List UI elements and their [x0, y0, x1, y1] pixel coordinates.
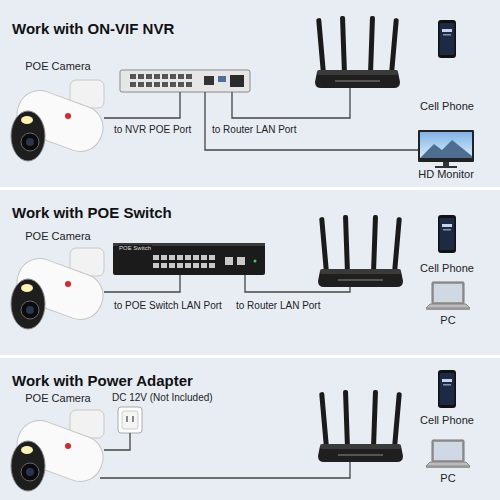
device-print: POE Switch — [118, 245, 152, 252]
art-polyline — [104, 92, 180, 118]
phone-illustration — [438, 20, 456, 58]
monitor-illustration — [418, 130, 474, 168]
art-polyline — [104, 275, 180, 292]
panel-band: Work with Power AdapterPOE CameraCell Ph… — [0, 358, 500, 500]
device-node: HD Monitor — [415, 130, 477, 181]
panel-band: Work with POE SwitchPOE CameraCell Phone… — [0, 190, 500, 355]
camera-illustration — [11, 410, 109, 491]
art-rect — [118, 407, 142, 433]
art-rect — [126, 416, 128, 422]
device-caption: HD Monitor — [415, 168, 477, 181]
art-polyline — [232, 88, 350, 118]
panel-title: Work with Power Adapter — [12, 372, 488, 390]
art-rect — [113, 243, 265, 275]
panel-title: Work with POE Switch — [12, 204, 488, 222]
art-rect — [0, 190, 500, 355]
art-rect — [122, 411, 138, 429]
art-polyline — [100, 462, 350, 478]
phone-illustration — [438, 215, 456, 253]
router-illustration — [315, 16, 400, 88]
art-rect — [237, 257, 245, 265]
panel-title: Work with ON-VIF NVR — [12, 20, 488, 38]
art-rect — [418, 130, 474, 162]
device-node: POE Camera — [8, 230, 108, 333]
phone-illustration — [438, 370, 456, 408]
device-caption: PC — [426, 472, 470, 485]
art-rect — [132, 416, 134, 422]
power-note: DC 12V (Not Included) — [112, 392, 213, 404]
art-rect — [120, 70, 250, 92]
port-label: to NVR POE Port — [114, 124, 191, 136]
art-rect — [225, 257, 233, 265]
art-use — [130, 82, 192, 87]
device-caption: Cell Phone — [417, 414, 477, 427]
router-illustration — [318, 390, 403, 462]
nvr-device — [120, 70, 250, 92]
camera-illustration — [11, 248, 109, 329]
port-label: to Router LAN Port — [212, 124, 296, 136]
device-node: POE Camera — [8, 392, 108, 495]
poe-switch-device — [113, 243, 265, 275]
art-polyline — [104, 433, 130, 450]
network-wires — [100, 88, 418, 478]
art-rect — [420, 132, 472, 158]
laptop-illustration — [426, 440, 470, 468]
art-rect — [435, 166, 457, 168]
art-polygon — [420, 140, 472, 158]
device-node: Cell Phone — [417, 20, 477, 113]
device-caption: POE Camera — [8, 392, 108, 405]
art-use — [153, 255, 215, 260]
art-rect — [230, 75, 244, 87]
art-polyline — [245, 275, 350, 292]
device-node: POE Camera — [8, 60, 108, 165]
art-rect — [0, 358, 500, 500]
art-polyline — [205, 92, 418, 150]
art-circle — [254, 260, 257, 263]
device-caption: POE Camera — [8, 230, 108, 243]
panel-band: Work with ON-VIF NVR POE CameraCell Phone… — [0, 0, 500, 187]
device-caption: Cell Phone — [417, 100, 477, 113]
laptop-illustration — [426, 282, 470, 310]
device-node: Cell Phone — [417, 370, 477, 427]
power-outlet — [118, 407, 142, 433]
port-label: to POE Switch LAN Port — [114, 300, 222, 312]
art-rect — [0, 0, 500, 187]
art-rect — [204, 76, 214, 85]
device-node: PC — [426, 440, 470, 485]
device-node: Cell Phone — [417, 215, 477, 275]
art-rect — [443, 162, 449, 166]
router-illustration — [318, 215, 403, 287]
device-caption: PC — [426, 314, 470, 327]
device-caption: POE Camera — [8, 60, 108, 73]
art-use — [153, 263, 215, 268]
port-label: to Router LAN Port — [236, 300, 320, 312]
device-caption: Cell Phone — [417, 262, 477, 275]
art-rect — [218, 76, 226, 82]
device-node: PC — [426, 282, 470, 327]
camera-illustration — [11, 80, 109, 161]
art-use — [130, 74, 192, 79]
